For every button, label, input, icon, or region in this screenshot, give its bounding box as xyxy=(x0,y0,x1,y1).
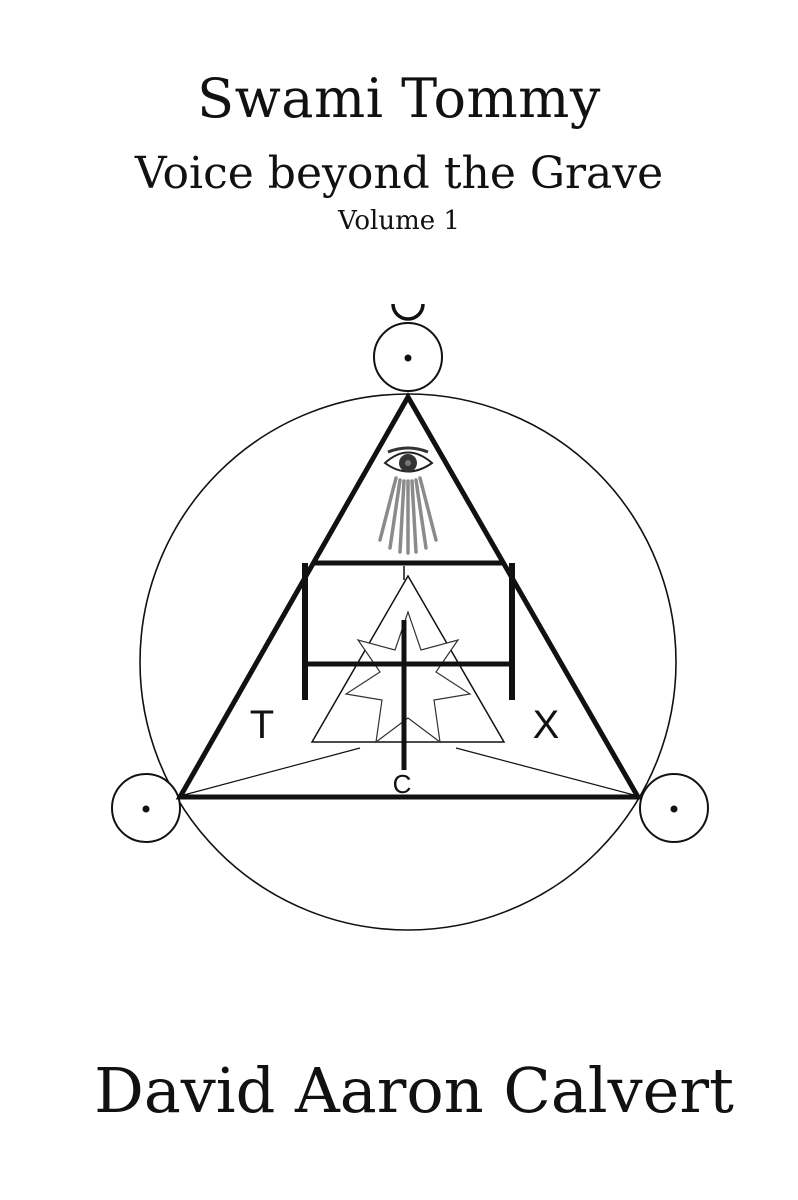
light-rays-icon xyxy=(378,476,438,555)
thin-ray-left xyxy=(179,747,361,797)
left-node-dot xyxy=(142,805,150,813)
top-node-dot xyxy=(404,354,412,362)
sigil-letter-c: C xyxy=(393,769,412,799)
book-subtitle: Voice beyond the Grave xyxy=(134,148,664,199)
eye-icon xyxy=(383,446,434,473)
author-name: David Aaron Calvert xyxy=(94,1054,734,1127)
thin-ray-right xyxy=(455,747,639,797)
sigil-letter-t: T xyxy=(250,703,274,747)
sigil-letter-x: X xyxy=(533,703,560,747)
main-triangle xyxy=(175,391,643,800)
crescent-symbol xyxy=(391,303,425,321)
inner-triangle xyxy=(310,574,506,743)
book-title: Swami Tommy xyxy=(197,67,601,130)
star-icon xyxy=(344,610,472,744)
volume-label: Volume 1 xyxy=(338,206,460,236)
right-node-dot xyxy=(670,805,678,813)
